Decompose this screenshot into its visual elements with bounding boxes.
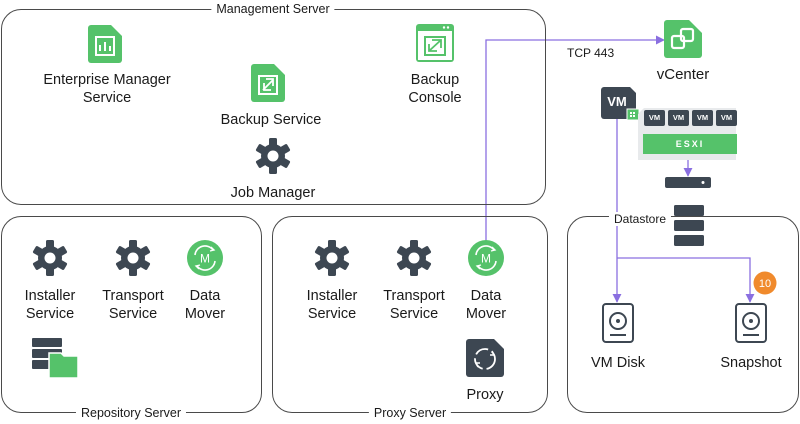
tcp-port-label: TCP 443: [567, 46, 615, 60]
repository-storage-icon: [32, 338, 79, 379]
tcp-connection-line: [485, 35, 665, 242]
job-manager-gear-icon: [255, 138, 291, 174]
server-rack-icon: [665, 177, 711, 188]
datastore-title: Datastore: [608, 212, 672, 226]
backup-service-label: Backup Service: [220, 112, 322, 128]
esxi-host-bar: ESXI: [643, 134, 737, 154]
vm-chip-1: VM: [644, 110, 665, 126]
repository-server-title: Repository Server: [75, 406, 187, 420]
svg-text:10: 10: [759, 278, 771, 290]
snapshot-label: Snapshot: [720, 355, 782, 371]
job-manager-label: Job Manager: [230, 185, 316, 201]
snapshot-disk-icon: [735, 303, 767, 343]
snapshot-count-badge: 10: [753, 271, 777, 295]
proxy-installer-gear-icon: [314, 240, 350, 276]
svg-text:M: M: [200, 252, 210, 266]
backup-service-icon: [251, 64, 285, 102]
vm-to-snapshot-line: [617, 257, 755, 303]
datastore-box: [567, 216, 799, 413]
virtual-machine-icon: VM: [601, 87, 640, 121]
repository-installer-gear-icon: [32, 240, 68, 276]
svg-text:M: M: [481, 252, 491, 266]
management-server-box: [1, 9, 546, 205]
proxy-label: Proxy: [466, 387, 504, 403]
vm-chip-4: VM: [716, 110, 737, 126]
proxy-data-mover-icon: M: [468, 240, 504, 276]
enterprise-manager-icon: [88, 25, 122, 63]
repository-data-mover-icon: M: [187, 240, 223, 276]
backup-console-icon: [416, 24, 454, 62]
management-server-title: Management Server: [211, 2, 335, 16]
proxy-transport-gear-icon: [396, 240, 432, 276]
repository-transport-gear-icon: [115, 240, 151, 276]
svg-text:VM: VM: [607, 94, 627, 109]
proxy-server-title: Proxy Server: [368, 406, 452, 420]
datastore-stack-icon: [674, 205, 704, 246]
vcenter-label: vCenter: [656, 66, 710, 83]
vm-disk-label: VM Disk: [591, 355, 645, 371]
vm-disk-icon: [602, 303, 634, 343]
vcenter-icon: [664, 20, 702, 58]
proxy-icon: [466, 339, 504, 377]
vm-chip-2: VM: [668, 110, 689, 126]
vm-chip-3: VM: [692, 110, 713, 126]
